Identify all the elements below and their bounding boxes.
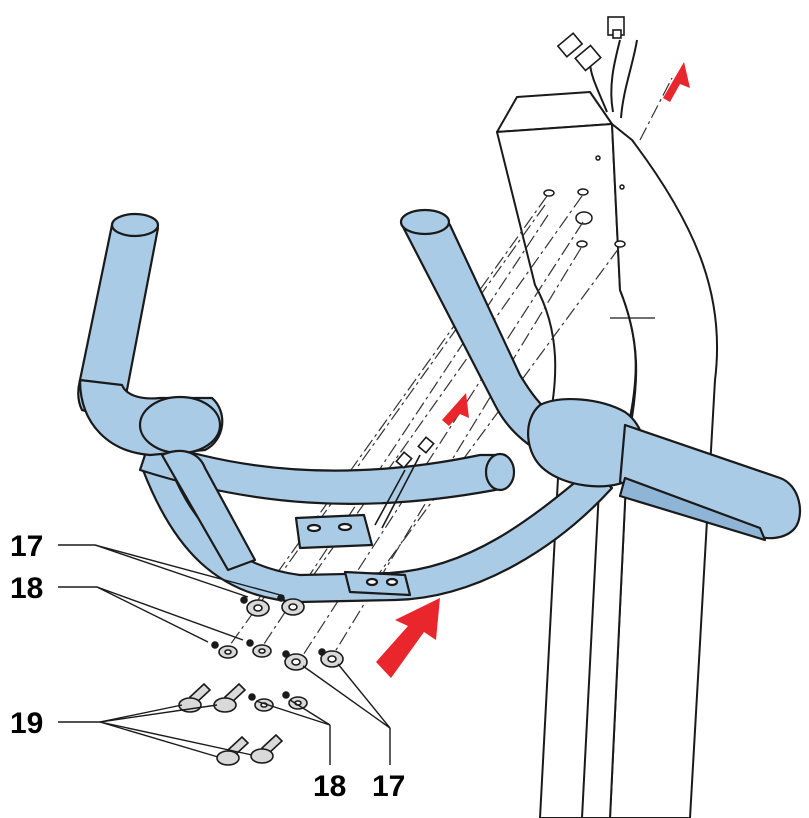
handlebar-right-underbar — [618, 476, 767, 542]
handlebar-assembly — [77, 208, 802, 604]
right-grip-end — [399, 208, 451, 236]
handlebar-cables — [374, 436, 435, 529]
handlebar-left-strut — [160, 449, 257, 572]
bolt — [250, 733, 284, 764]
arrow-handlebar-cables — [442, 393, 469, 426]
callout-18-bottom: 18 — [313, 770, 346, 803]
callout-labels: 17 18 19 18 17 — [10, 530, 405, 803]
arrow-handlebar-up — [376, 598, 440, 678]
console-cables — [556, 16, 638, 119]
callout-17-bottom: 17 — [372, 770, 405, 803]
flat-washers — [246, 598, 344, 671]
hardware-parts — [178, 594, 344, 766]
bolt — [213, 682, 247, 713]
left-grip-end — [110, 212, 160, 238]
center-bracket-top — [294, 513, 374, 550]
assembly-direction-arrow — [376, 62, 690, 678]
cable-connector-icon — [556, 16, 625, 72]
arrow-cables-up — [663, 62, 690, 102]
callout-18-left: 18 — [10, 572, 43, 605]
mast-holes — [543, 155, 626, 248]
callout-17-left: 17 — [10, 530, 43, 563]
handlebar-lower-crossbar — [141, 453, 614, 604]
bolts — [178, 682, 284, 766]
callout-19-left: 19 — [10, 707, 43, 740]
leader-lines — [58, 544, 391, 765]
